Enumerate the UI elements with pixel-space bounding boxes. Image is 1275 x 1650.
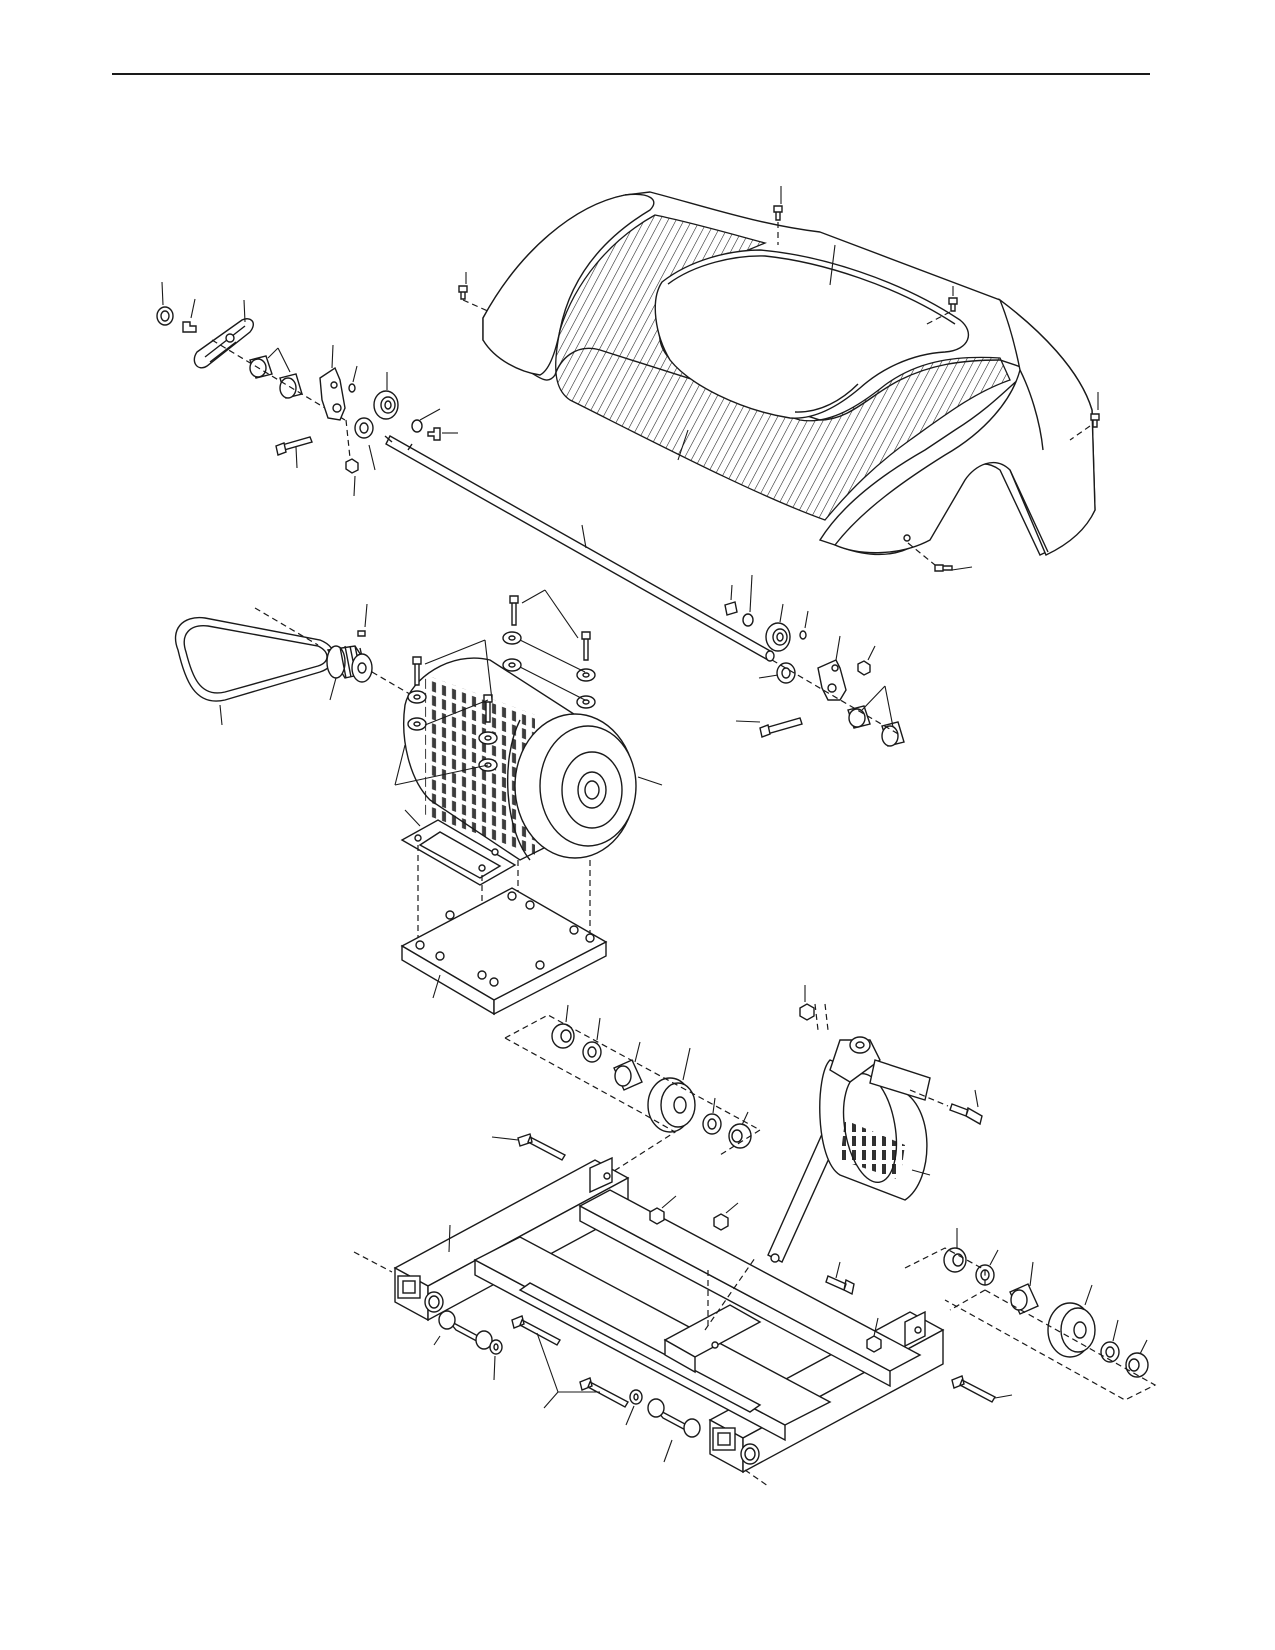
wheels — [904, 1228, 1157, 1401]
drive-motor — [400, 657, 663, 886]
wheel-washers — [489, 1339, 643, 1426]
motor-washers — [394, 631, 596, 786]
hood-screws — [458, 186, 1100, 572]
motor-pulley — [326, 603, 421, 701]
flywheel — [514, 713, 663, 859]
upright-base-frame — [353, 1156, 945, 1487]
wheels — [504, 1004, 762, 1181]
hood — [482, 191, 1096, 556]
right-roller-bracket — [724, 574, 905, 747]
motor-mounting-plate — [400, 887, 608, 1016]
hood-leader — [829, 244, 836, 286]
hood-band-leader — [677, 429, 689, 461]
left-roller-bracket — [156, 281, 458, 497]
bolts — [491, 1133, 1013, 1409]
incline-motor — [767, 985, 983, 1263]
motor-bolts — [412, 589, 591, 723]
nuts — [649, 1195, 882, 1353]
front-roller-axle — [384, 435, 775, 662]
wheel-spacers — [433, 1310, 701, 1463]
drive-belt — [174, 607, 335, 726]
